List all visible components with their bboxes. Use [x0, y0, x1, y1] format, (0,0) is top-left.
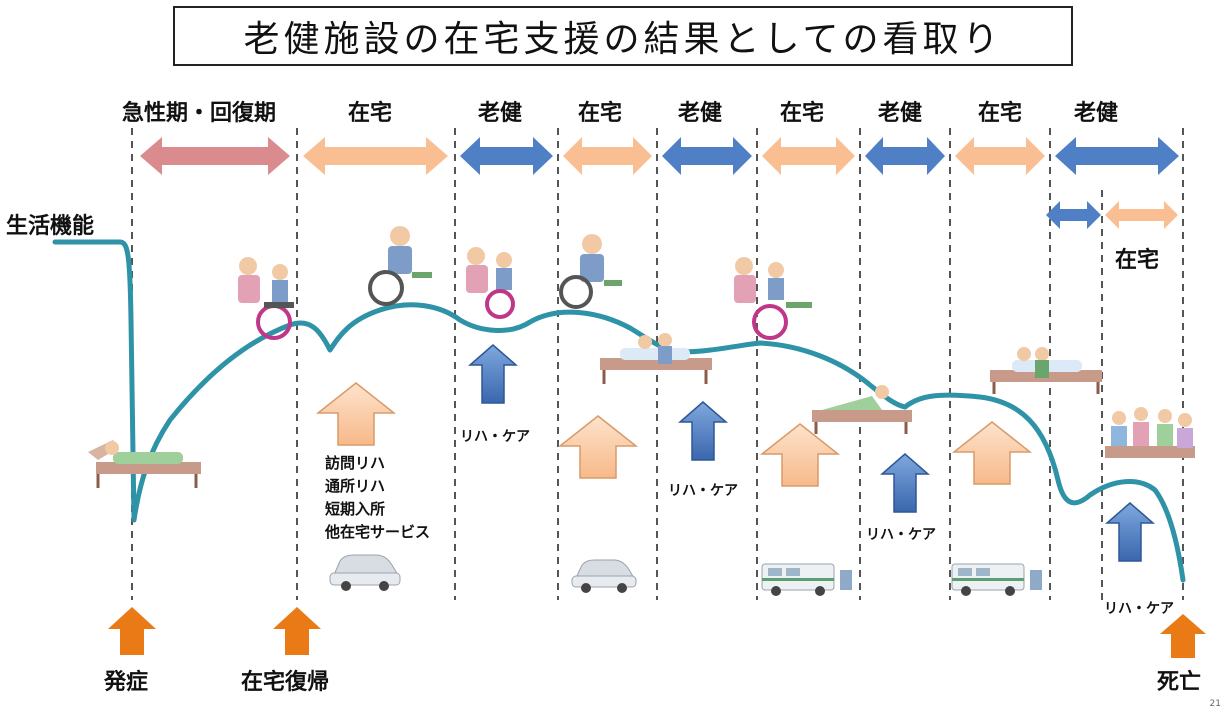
- home-services-list: 訪問リハ 通所リハ 短期入所 他在宅サービス: [325, 452, 430, 544]
- sub-arrow-roken: [1046, 201, 1101, 229]
- phase-arrows: [140, 137, 1179, 229]
- page-title: 老健施設の在宅支援の結果としての看取り: [243, 19, 1003, 60]
- bed-patient-icon: [88, 333, 1195, 488]
- service-day-rehab: 通所リハ: [325, 477, 386, 495]
- home-service-arrow-1: [315, 382, 397, 446]
- phase-label-roken-2: 老健: [678, 101, 723, 126]
- phase-arrow-home-4: [955, 137, 1045, 175]
- car-icon: [329, 554, 637, 593]
- y-axis-label: 生活機能: [6, 214, 95, 239]
- event-label-return-home: 在宅復帰: [241, 670, 330, 695]
- phase-arrow-roken-2: [662, 137, 752, 175]
- home-service-arrow-2: [557, 415, 639, 479]
- phase-arrow-roken-4: [1055, 137, 1179, 175]
- page-number: 21: [1209, 699, 1221, 709]
- phase-label-home-3: 在宅: [780, 101, 825, 126]
- rehab-care-label-2: リハ・ケア: [668, 483, 738, 499]
- phase-label-home-2: 在宅: [578, 101, 623, 126]
- sub-phase-label-home: 在宅: [1115, 248, 1160, 273]
- sub-arrow-home: [1105, 201, 1178, 229]
- rehab-care-label-3: リハ・ケア: [866, 527, 936, 543]
- wheelchair-icon: [238, 226, 812, 340]
- onset-arrow: [108, 607, 156, 655]
- title-box: 老健施設の在宅支援の結果としての看取り: [173, 6, 1073, 66]
- service-short-stay: 短期入所: [325, 500, 386, 518]
- home-service-arrows: [315, 382, 1033, 487]
- phase-label-roken-4: 老健: [1074, 101, 1119, 126]
- phase-arrow-roken-3: [865, 137, 945, 175]
- home-service-arrow-3: [759, 423, 841, 487]
- rehab-care-label-4: リハ・ケア: [1104, 601, 1174, 617]
- rehab-care-label-1: リハ・ケア: [460, 429, 530, 445]
- rehab-care-arrows: [467, 344, 1156, 562]
- rehab-arrow-2: [677, 401, 729, 461]
- home-service-arrow-4: [951, 421, 1033, 485]
- service-other: 他在宅サービス: [325, 523, 431, 541]
- phase-arrow-home-3: [762, 137, 855, 175]
- service-visit-rehab: 訪問リハ: [325, 454, 386, 472]
- event-arrows: [108, 607, 1206, 658]
- rehab-arrow-3: [879, 453, 931, 513]
- death-arrow: [1160, 614, 1206, 658]
- event-label-onset: 発症: [104, 670, 149, 695]
- return-home-arrow: [273, 607, 321, 655]
- function-curve: [52, 239, 1186, 583]
- phase-arrow-roken-1: [460, 137, 553, 175]
- phase-arrow-acute: [140, 137, 290, 175]
- event-label-death: 死亡: [1157, 670, 1202, 695]
- phase-label-home-1: 在宅: [348, 101, 393, 126]
- phase-label-roken-3: 老健: [878, 101, 923, 126]
- van-icon: [761, 563, 1042, 596]
- rehab-arrow-4: [1104, 502, 1156, 562]
- phase-arrow-home-2: [563, 137, 652, 175]
- phase-label-roken-1: 老健: [478, 101, 523, 126]
- phase-label-home-4: 在宅: [978, 101, 1023, 126]
- rehab-arrow-1: [467, 344, 519, 404]
- phase-label-acute: 急性期・回復期: [122, 101, 277, 126]
- phase-arrow-home-1: [303, 137, 448, 175]
